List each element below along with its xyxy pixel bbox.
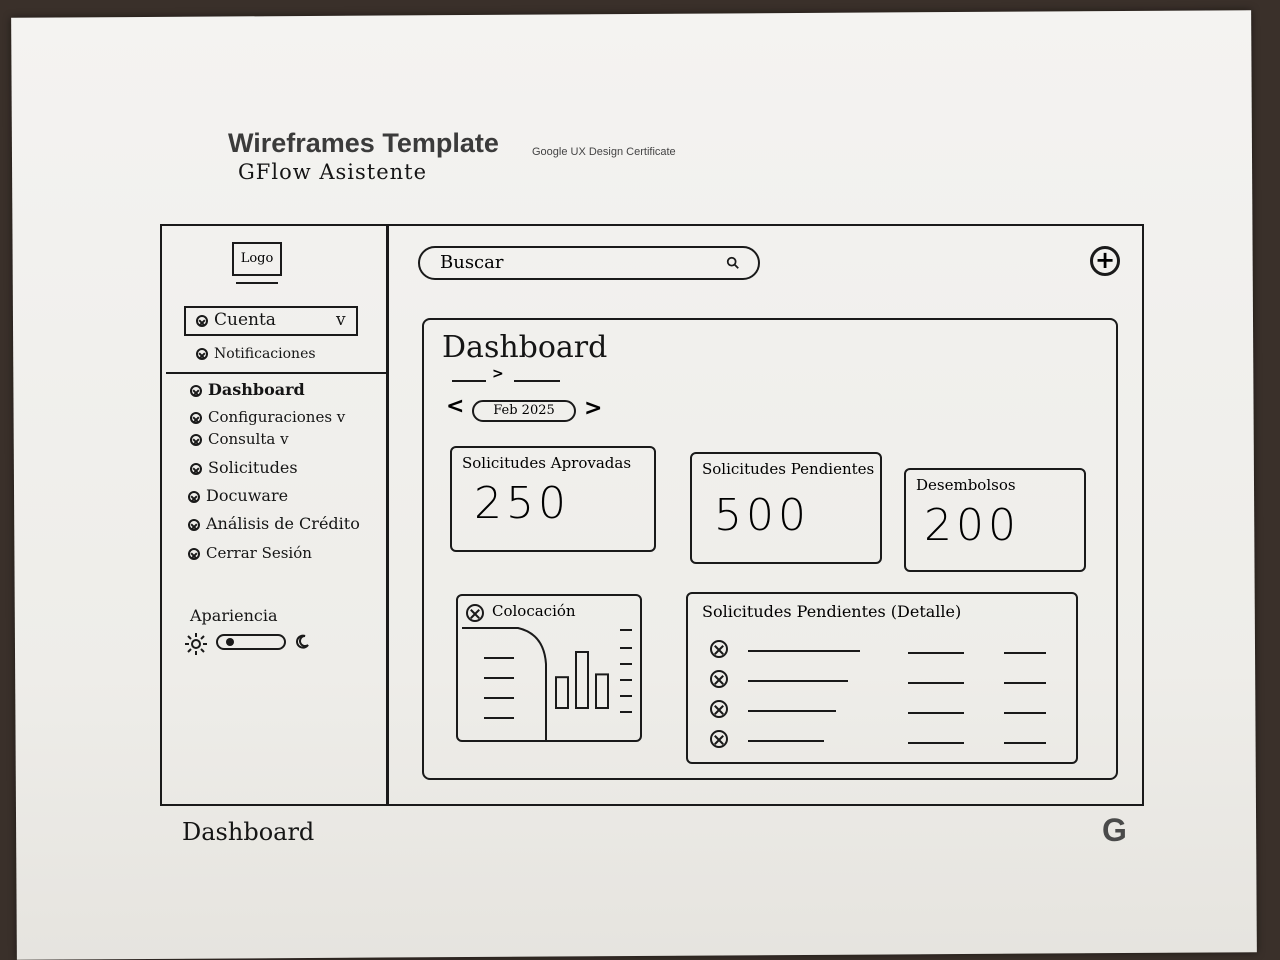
wireframe-frame bbox=[160, 224, 1144, 806]
account-dropdown[interactable]: Cuenta v bbox=[184, 306, 358, 336]
credit-icon bbox=[188, 518, 200, 531]
breadcrumb-line-right bbox=[514, 380, 560, 382]
row-line bbox=[748, 650, 860, 652]
row-line bbox=[748, 710, 836, 712]
table-row[interactable] bbox=[706, 728, 1056, 750]
dashboard-icon bbox=[190, 384, 202, 397]
sidebar-item-label: Análisis de Crédito bbox=[206, 514, 360, 533]
row-icon bbox=[710, 640, 728, 658]
sidebar-item-label: Configuraciones v bbox=[208, 408, 346, 426]
kpi-value: 200 bbox=[924, 500, 1020, 551]
search-icon[interactable] bbox=[726, 256, 740, 270]
notifications-label: Notificaciones bbox=[214, 346, 316, 362]
table-row[interactable] bbox=[706, 668, 1056, 690]
kpi-card-pendientes[interactable]: Solicitudes Pendientes 500 bbox=[690, 452, 882, 564]
chart-bar bbox=[575, 651, 589, 709]
sidebar-item-label: Cerrar Sesión bbox=[206, 544, 312, 562]
chart-bar bbox=[555, 676, 569, 709]
kpi-title: Solicitudes Pendientes bbox=[702, 460, 875, 478]
row-icon bbox=[710, 700, 728, 718]
kpi-value: 250 bbox=[474, 478, 570, 529]
row-line bbox=[908, 712, 964, 714]
sidebar-divider bbox=[386, 226, 389, 806]
footer-caption: Dashboard bbox=[182, 818, 315, 846]
row-line bbox=[908, 742, 964, 744]
sidebar-item-label: Solicitudes bbox=[208, 458, 298, 477]
row-line bbox=[748, 740, 824, 742]
settings-icon bbox=[190, 412, 202, 424]
requests-icon bbox=[190, 462, 202, 475]
sidebar-item-analisis-credito[interactable]: Análisis de Crédito bbox=[188, 514, 360, 533]
date-selector[interactable]: Feb 2025 bbox=[472, 400, 576, 422]
sidebar-item-consulta[interactable]: Consulta v bbox=[190, 430, 289, 448]
row-line bbox=[748, 680, 848, 682]
breadcrumb-arrow-icon: > bbox=[492, 366, 504, 382]
chart-bar bbox=[595, 673, 609, 709]
moon-icon bbox=[296, 634, 309, 649]
row-line bbox=[1004, 742, 1046, 744]
row-line bbox=[1004, 712, 1046, 714]
query-icon bbox=[190, 434, 202, 446]
account-label: Cuenta bbox=[214, 310, 276, 330]
bell-icon bbox=[196, 348, 208, 360]
sidebar-item-label: Consulta v bbox=[208, 430, 289, 448]
kpi-card-desembolsos[interactable]: Desembolsos 200 bbox=[904, 468, 1086, 572]
sidebar-item-docuware[interactable]: Docuware bbox=[188, 486, 288, 505]
sidebar-item-label: Docuware bbox=[206, 486, 289, 505]
logout-icon bbox=[188, 548, 200, 560]
template-title: Wireframes Template bbox=[228, 128, 499, 158]
search-placeholder: Buscar bbox=[440, 252, 504, 273]
notifications-link[interactable]: Notificaciones bbox=[196, 346, 316, 362]
dashboard-panel bbox=[422, 318, 1118, 780]
detail-title: Solicitudes Pendientes (Detalle) bbox=[702, 602, 962, 621]
sidebar-item-solicitudes[interactable]: Solicitudes bbox=[190, 458, 298, 477]
sidebar-item-configuraciones[interactable]: Configuraciones v bbox=[190, 408, 345, 426]
colocacion-chart bbox=[462, 627, 632, 740]
sidebar-item-dashboard[interactable]: Dashboard bbox=[190, 380, 305, 399]
toggle-knob bbox=[226, 638, 234, 646]
document-icon bbox=[188, 490, 200, 503]
row-icon bbox=[710, 670, 728, 688]
account-icon bbox=[196, 315, 208, 327]
kpi-value: 500 bbox=[714, 490, 810, 541]
chevron-left-icon[interactable]: < bbox=[446, 394, 465, 419]
row-line bbox=[908, 682, 964, 684]
project-name: GFlow Asistente bbox=[238, 160, 428, 184]
table-row[interactable] bbox=[706, 638, 1056, 660]
table-row[interactable] bbox=[706, 698, 1056, 720]
kpi-title: Solicitudes Aprovadas bbox=[462, 454, 632, 472]
breadcrumb-line-left bbox=[452, 380, 486, 382]
chevron-right-icon[interactable]: > bbox=[584, 396, 603, 421]
logo-underline bbox=[236, 282, 278, 284]
sidebar-separator bbox=[166, 372, 388, 374]
kpi-card-aprobadas[interactable]: Solicitudes Aprovadas 250 bbox=[450, 446, 656, 552]
page-title: Dashboard bbox=[442, 330, 608, 365]
sidebar-item-label: Dashboard bbox=[208, 380, 305, 399]
colocacion-card[interactable]: Colocación bbox=[456, 594, 642, 742]
detail-card[interactable]: Solicitudes Pendientes (Detalle) bbox=[686, 592, 1078, 764]
sidebar-item-cerrar-sesion[interactable]: Cerrar Sesión bbox=[188, 544, 312, 562]
appearance-label: Apariencia bbox=[190, 606, 278, 625]
google-g-icon: G bbox=[1102, 812, 1127, 848]
chevron-down-icon: v bbox=[336, 310, 346, 330]
logo[interactable]: Logo bbox=[232, 242, 282, 276]
row-line bbox=[1004, 652, 1046, 654]
kpi-title: Desembolsos bbox=[916, 476, 1016, 494]
appearance-toggle[interactable] bbox=[216, 634, 286, 650]
row-line bbox=[1004, 682, 1046, 684]
search-input[interactable]: Buscar bbox=[418, 246, 760, 280]
row-icon bbox=[710, 730, 728, 748]
colocacion-title: Colocación bbox=[492, 602, 576, 620]
row-line bbox=[908, 652, 964, 654]
template-subtitle: Google UX Design Certificate bbox=[532, 146, 676, 158]
plus-circle-icon[interactable]: + bbox=[1090, 246, 1120, 276]
colocacion-icon bbox=[466, 604, 484, 622]
sun-icon bbox=[185, 633, 207, 655]
